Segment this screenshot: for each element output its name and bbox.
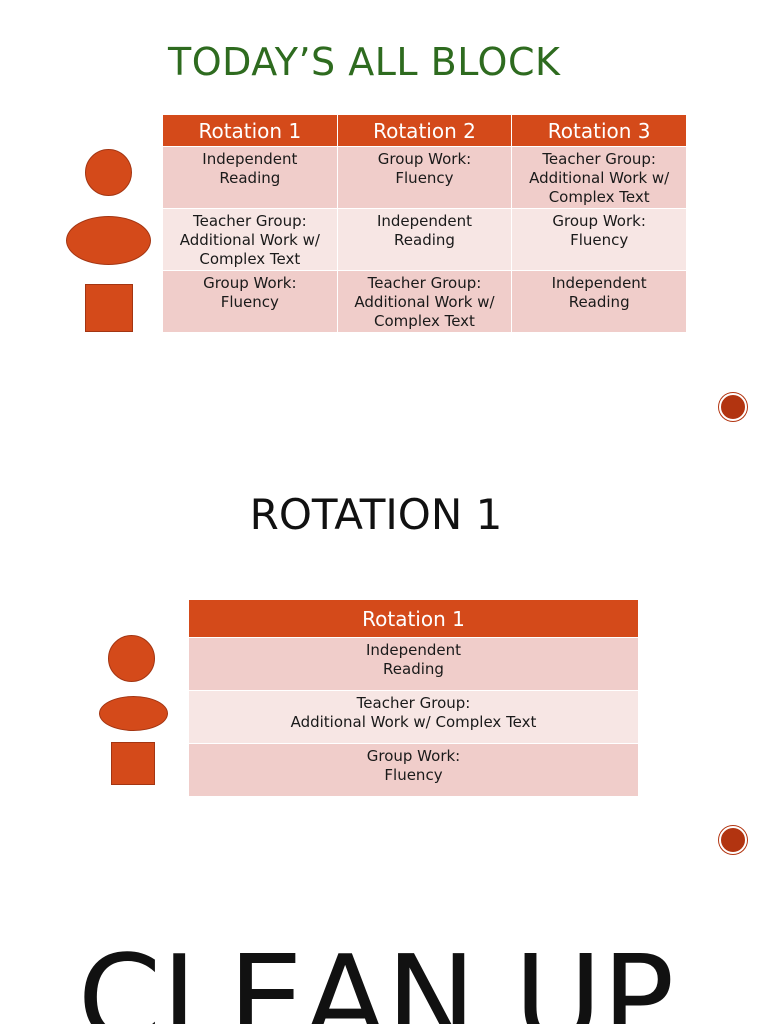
table-header: Rotation 1 [162,114,338,147]
nav-dot-icon[interactable] [719,826,747,854]
table-row: Teacher Group:Additional Work w/Complex … [162,208,687,271]
table-cell: Group Work:Fluency [511,208,687,271]
slide-title: ROTATION 1 [249,490,503,539]
table-cell: Teacher Group:Additional Work w/Complex … [162,208,338,271]
table-header: Rotation 1 [188,599,639,638]
slide-todays-all-block: TODAY’S ALL BLOCK Rotation 1 Rotation 2 … [0,0,768,433]
slide-title: TODAY’S ALL BLOCK [168,40,561,84]
head-circle-shape [85,149,132,196]
table-header: Rotation 3 [511,114,687,147]
body-ellipse-shape [66,216,151,265]
table-row: Group Work:Fluency Teacher Group:Additio… [162,270,687,333]
base-square-shape [111,742,155,785]
nav-dot-icon[interactable] [719,393,747,421]
table-row: Group Work:Fluency [188,743,639,797]
table-cell: Teacher Group:Additional Work w/Complex … [511,146,687,209]
head-circle-shape [108,635,155,682]
table-cell: Group Work:Fluency [162,270,338,333]
base-square-shape [85,284,133,332]
table-cell: Group Work:Fluency [188,743,639,797]
table-row: Teacher Group:Additional Work w/ Complex… [188,690,639,744]
table-cell: Group Work:Fluency [336,146,513,209]
table-header: Rotation 2 [336,114,513,147]
slide-title: CLEAN UP [77,931,675,1024]
rotation-schedule-table: Rotation 1 Rotation 2 Rotation 3 Indepen… [162,114,687,333]
body-ellipse-shape [99,696,168,731]
slide-clean-up: CLEAN UP [0,866,768,1024]
table-cell: Teacher Group:Additional Work w/ Complex… [188,690,639,744]
table-cell: Teacher Group:Additional Work w/Complex … [336,270,513,333]
